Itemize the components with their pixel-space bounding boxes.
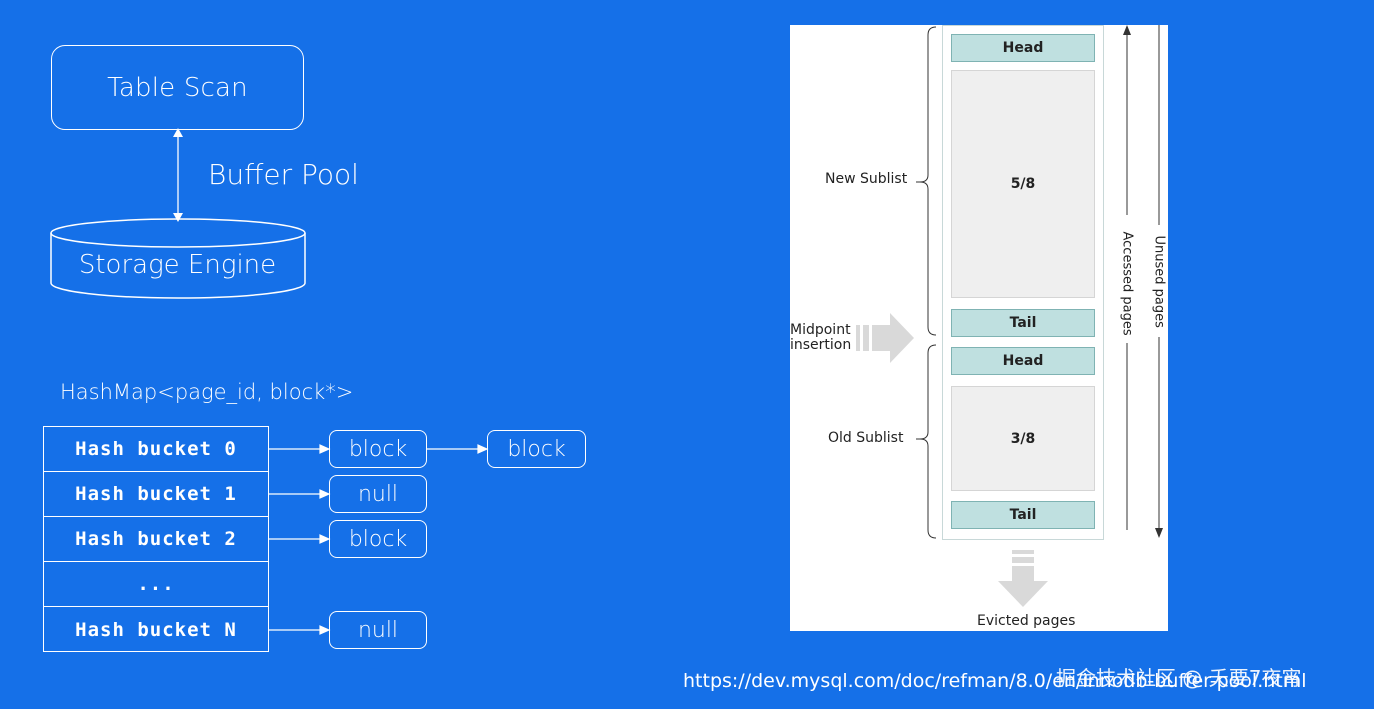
- cell-label: Tail: [1009, 507, 1037, 523]
- bucket-arrows: [269, 444, 489, 635]
- cell-label: Tail: [1009, 315, 1037, 331]
- bucket-label: ...: [137, 573, 175, 595]
- new-sublist-body: 5/8: [951, 70, 1095, 298]
- cell-label: Head: [1002, 353, 1044, 369]
- block-node-b0-2: block: [487, 430, 586, 468]
- null-node-b1: null: [329, 475, 427, 513]
- cell-label: Head: [1002, 40, 1044, 56]
- hashmap-title: HashMap<page_id, block*>: [60, 380, 354, 404]
- new-tail-cell: Tail: [951, 309, 1095, 337]
- storage-engine-label: Storage Engine: [78, 250, 277, 280]
- storage-engine-cylinder: [50, 218, 306, 299]
- node-label: block: [348, 526, 408, 552]
- null-node-bn: null: [329, 611, 427, 649]
- hash-bucket-table: Hash bucket 0 Hash bucket 1 Hash bucket …: [43, 426, 269, 652]
- source-url: https://dev.mysql.com/doc/refman/8.0/en/…: [683, 670, 1307, 692]
- midpoint-label-line2: insertion: [790, 337, 852, 353]
- evicted-pages-label: Evicted pages: [977, 613, 1076, 629]
- hash-bucket-1: Hash bucket 1: [44, 472, 268, 517]
- midpoint-label-line1: Midpoint: [790, 322, 851, 338]
- hash-bucket-n: Hash bucket N: [44, 607, 268, 652]
- node-label: null: [357, 617, 399, 643]
- bucket-label: Hash bucket 0: [75, 438, 237, 460]
- lru-figure-lines: [856, 25, 1163, 607]
- node-label: block: [348, 436, 408, 462]
- block-node-b0-1: block: [329, 430, 427, 468]
- bucket-label: Hash bucket 2: [75, 528, 237, 550]
- old-tail-cell: Tail: [951, 501, 1095, 529]
- old-sublist-body: 3/8: [951, 386, 1095, 491]
- watermark: 掘金技术社区 @ 夭要7夜宵: [1056, 666, 1302, 690]
- hash-bucket-2: Hash bucket 2: [44, 517, 268, 562]
- node-label: null: [357, 481, 399, 507]
- buffer-pool-arrow: [173, 128, 183, 222]
- bucket-label: Hash bucket 1: [75, 483, 237, 505]
- node-label: block: [507, 436, 566, 462]
- bucket-label: Hash bucket N: [75, 618, 237, 641]
- old-sublist-label: Old Sublist: [828, 430, 904, 446]
- hash-bucket-ellipsis: ...: [44, 562, 268, 607]
- accessed-pages-label: Accessed pages: [1119, 231, 1135, 336]
- unused-pages-label: Unused pages: [1151, 235, 1167, 328]
- cell-label: 3/8: [1010, 430, 1036, 447]
- new-head-cell: Head: [951, 34, 1095, 62]
- cell-label: 5/8: [1010, 176, 1036, 192]
- old-head-cell: Head: [951, 347, 1095, 375]
- table-scan-label: Table Scan: [107, 72, 248, 103]
- block-node-b2: block: [329, 520, 427, 558]
- buffer-pool-label: Buffer Pool: [208, 158, 359, 191]
- new-sublist-label: New Sublist: [825, 171, 908, 187]
- lru-figure: Head 5/8 Tail Head 3/8 Tail: [790, 25, 1168, 631]
- lru-list-frame: [942, 25, 1104, 540]
- hash-bucket-0: Hash bucket 0: [44, 427, 268, 472]
